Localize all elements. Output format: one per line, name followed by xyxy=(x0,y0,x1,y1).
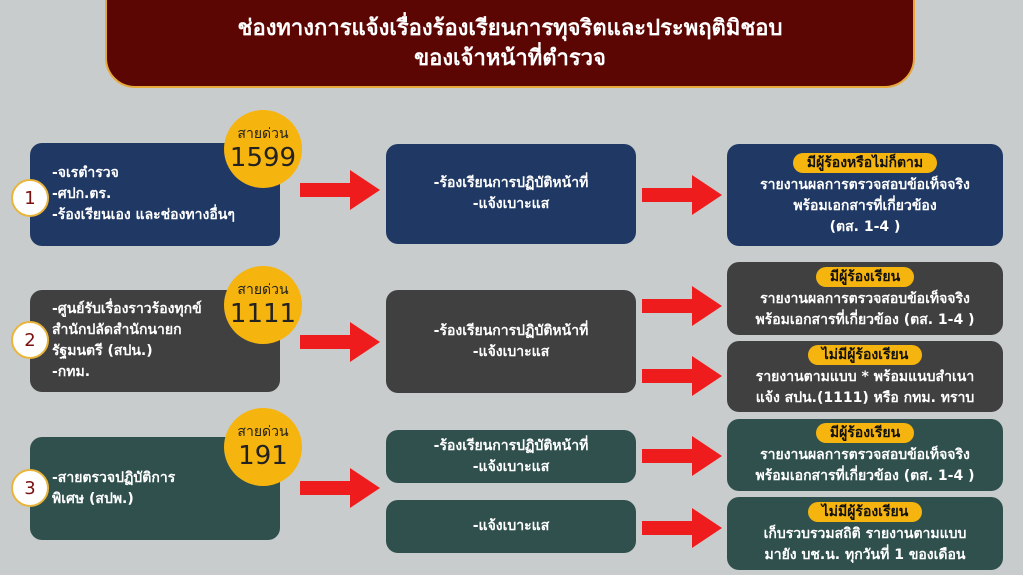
middle-line: -แจ้งเบาะแส xyxy=(472,343,550,360)
hotline-number: 1111 xyxy=(229,299,297,329)
result-box-2a: มีผู้ร้องเรียน รายงานผลการตรวจสอบข้อเท็จ… xyxy=(727,262,1003,335)
middle-line: -ร้องเรียนการปฏิบัติหน้าที่ xyxy=(433,437,589,454)
result-tag: ไม่มีผู้ร้องเรียน xyxy=(807,501,923,522)
hotline-number: 1599 xyxy=(229,143,297,173)
arrow-right-icon xyxy=(300,170,380,210)
arrow-right-icon xyxy=(300,468,380,508)
title-line-2: ของเจ้าหน้าที่ตำรวจ xyxy=(414,46,606,71)
result-line: พร้อมเอกสารที่เกี่ยวข้อง (ตส. 1-4 ) xyxy=(755,468,975,484)
result-line: พร้อมเอกสารที่เกี่ยวข้อง xyxy=(793,197,937,214)
arrow-right-icon xyxy=(642,508,722,548)
result-box-3b: ไม่มีผู้ร้องเรียน เก็บรวบรวมสถิติ รายงาน… xyxy=(727,497,1003,570)
source-line: สำนักปลัดสำนักนายก xyxy=(52,322,182,338)
middle-box-3b: -แจ้งเบาะแส xyxy=(386,500,636,553)
result-line: (ตส. 1-4 ) xyxy=(829,218,901,235)
result-line: มายัง บช.น. ทุกวันที่ 1 ของเดือน xyxy=(764,546,966,563)
middle-line: -แจ้งเบาะแส xyxy=(472,196,550,212)
source-line: -กทม. xyxy=(52,364,91,380)
result-box-2b: ไม่มีผู้ร้องเรียน รายงานตามแบบ * พร้อมแน… xyxy=(727,341,1003,412)
source-line: -สายตรวจปฏิบัติการ xyxy=(52,469,176,486)
hotline-badge-2: สายด่วน 1111 xyxy=(224,266,302,344)
middle-line: -แจ้งเบาะแส xyxy=(472,518,550,534)
step-number-3: 3 xyxy=(11,469,49,507)
result-line: แจ้ง สปน.(1111) หรือ กทม. ทราบ xyxy=(755,389,975,406)
source-line: รัฐมนตรี (สปน.) xyxy=(52,343,153,359)
middle-line: -แจ้งเบาะแส xyxy=(472,458,550,475)
hotline-badge-1: สายด่วน 1599 xyxy=(224,110,302,188)
hotline-badge-3: สายด่วน 191 xyxy=(224,408,302,486)
middle-box-2: -ร้องเรียนการปฏิบัติหน้าที่ -แจ้งเบาะแส xyxy=(386,290,636,393)
page-title: ช่องทางการแจ้งเรื่องร้องเรียนการทุจริตแล… xyxy=(105,0,915,88)
result-tag: มีผู้ร้องเรียน xyxy=(815,423,915,443)
source-line: -ศูนย์รับเรื่องราวร้องทุกข์ xyxy=(52,301,202,317)
result-line: รายงานผลการตรวจสอบข้อเท็จจริง xyxy=(760,290,970,307)
result-box-3a: มีผู้ร้องเรียน รายงานผลการตรวจสอบข้อเท็จ… xyxy=(727,419,1003,491)
result-box-1: มีผู้ร้องหรือไม่ก็ตาม รายงานผลการตรวจสอบ… xyxy=(727,144,1003,246)
source-line: -ศปก.ตร. xyxy=(52,186,112,202)
result-tag: มีผู้ร้องเรียน xyxy=(815,266,915,287)
hotline-label: สายด่วน xyxy=(237,424,289,440)
hotline-number: 191 xyxy=(238,441,288,471)
result-line: รายงานผลการตรวจสอบข้อเท็จจริง xyxy=(760,447,970,463)
result-line: รายงานผลการตรวจสอบข้อเท็จจริง xyxy=(760,176,970,193)
arrow-right-icon xyxy=(642,286,722,326)
step-number-2: 2 xyxy=(11,321,49,359)
hotline-label: สายด่วน xyxy=(237,282,289,298)
arrow-right-icon xyxy=(300,322,380,362)
result-tag: ไม่มีผู้ร้องเรียน xyxy=(807,344,923,365)
source-line: -ร้องเรียนเอง และช่องทางอื่นๆ xyxy=(52,207,235,223)
arrow-right-icon xyxy=(642,356,722,396)
source-box-3: -สายตรวจปฏิบัติการ พิเศษ (สปพ.) xyxy=(30,437,280,540)
arrow-right-icon xyxy=(642,175,722,215)
result-line: รายงานตามแบบ * พร้อมแนบสำเนา xyxy=(755,368,975,385)
hotline-label: สายด่วน xyxy=(237,126,289,142)
source-line: -จเรตำรวจ xyxy=(52,165,119,181)
result-line: เก็บรวบรวมสถิติ รายงานตามแบบ xyxy=(763,525,967,542)
step-number-1: 1 xyxy=(11,179,49,217)
middle-box-1: -ร้องเรียนการปฏิบัติหน้าที่ -แจ้งเบาะแส xyxy=(386,144,636,244)
source-line: พิเศษ (สปพ.) xyxy=(52,490,134,507)
arrow-right-icon xyxy=(642,436,722,476)
middle-line: -ร้องเรียนการปฏิบัติหน้าที่ xyxy=(433,322,589,339)
result-tag: มีผู้ร้องหรือไม่ก็ตาม xyxy=(792,152,938,173)
middle-box-3a: -ร้องเรียนการปฏิบัติหน้าที่ -แจ้งเบาะแส xyxy=(386,430,636,483)
title-line-1: ช่องทางการแจ้งเรื่องร้องเรียนการทุจริตแล… xyxy=(237,16,783,41)
middle-line: -ร้องเรียนการปฏิบัติหน้าที่ xyxy=(433,175,589,191)
result-line: พร้อมเอกสารที่เกี่ยวข้อง (ตส. 1-4 ) xyxy=(755,311,975,328)
